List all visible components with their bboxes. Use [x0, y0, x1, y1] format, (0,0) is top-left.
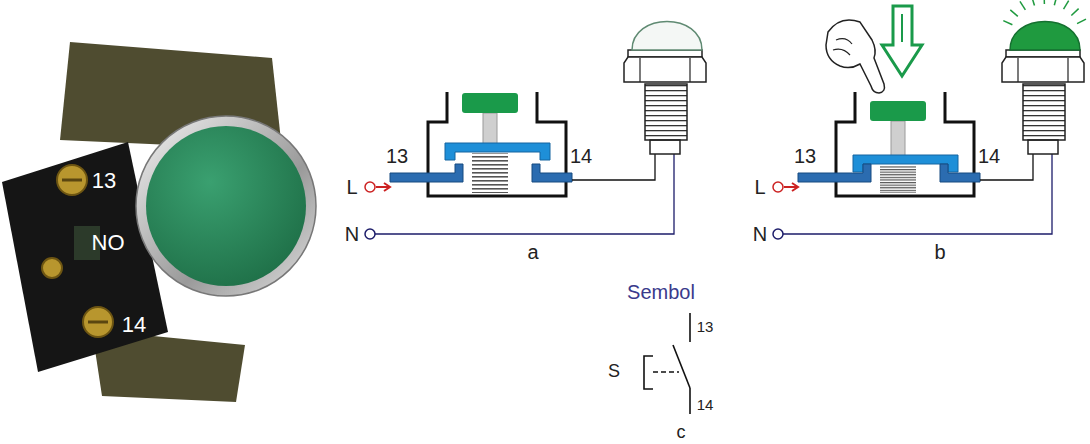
plunger: [483, 113, 497, 145]
lamp-dome-on: [1010, 22, 1080, 51]
subfigure-letter: b: [934, 242, 945, 262]
terminal-number: 14: [978, 146, 1000, 166]
terminal-number: 14: [570, 146, 592, 166]
terminal-number: 13: [386, 146, 408, 166]
hand: [826, 20, 884, 93]
line-label: L: [754, 177, 765, 197]
lamp-dome-off: [632, 22, 702, 51]
light-rays: [1032, 0, 1035, 6]
contact-type: NO: [92, 232, 125, 254]
light-rays: [1003, 21, 1012, 25]
line-arrow: [376, 183, 390, 191]
terminal: [773, 229, 783, 239]
press-arrow-detail: [901, 14, 903, 42]
switch-symbol: [689, 388, 691, 414]
light-rays: [1064, 1, 1069, 10]
button-rim: [136, 116, 316, 296]
subfigure-letter: a: [527, 242, 538, 262]
wire: [783, 154, 1052, 234]
terminal: [365, 182, 375, 192]
switch-symbol: [689, 313, 691, 342]
terminal-number: 14: [122, 314, 146, 336]
terminal-number: 13: [794, 146, 816, 166]
light-rays: [1077, 19, 1086, 24]
screw: [83, 307, 113, 337]
light-rays: [1003, 0, 1086, 25]
switch-symbol: [644, 356, 653, 389]
contact-bridge: [445, 143, 550, 160]
neutral-label: N: [753, 224, 767, 244]
subfigure-letter: c: [677, 423, 686, 441]
terminal-number: 13: [697, 319, 714, 334]
button: [462, 93, 518, 113]
terminal: [773, 182, 783, 192]
line-arrow: [784, 183, 798, 191]
screw-slot: [88, 321, 108, 324]
switch-symbol: [673, 345, 690, 388]
switch-symbol: [653, 371, 679, 373]
screw: [42, 258, 62, 278]
plunger: [891, 121, 905, 157]
neutral-label: N: [345, 224, 359, 244]
wire: [375, 154, 674, 234]
light-rays: [1054, 0, 1057, 5]
lamp: [1002, 50, 1084, 154]
fixed-contact: [532, 164, 572, 182]
switch-b: [773, 0, 1086, 239]
line-label: L: [346, 177, 357, 197]
terminal: [365, 229, 375, 239]
spring: [472, 153, 508, 193]
light-rays: [1043, 0, 1045, 4]
fixed-contact: [798, 164, 871, 182]
symbol-heading: Sembol: [627, 282, 695, 302]
press-arrow: [882, 6, 922, 76]
button-cap: [146, 126, 306, 286]
switch-a: [365, 22, 706, 240]
fixed-contact: [940, 164, 980, 182]
spring: [880, 166, 916, 193]
device-letter: S: [608, 362, 620, 380]
button: [870, 101, 926, 121]
light-rays: [1010, 10, 1018, 17]
hand-detail: [833, 39, 852, 55]
terminal-number: 13: [92, 170, 116, 192]
light-rays: [1020, 1, 1025, 9]
terminal-number: 14: [697, 397, 714, 412]
light-rays: [1071, 9, 1078, 16]
screw-slot: [62, 179, 82, 182]
fixed-contact: [390, 164, 463, 182]
screw: [57, 165, 87, 195]
pushbutton-photo: [2, 42, 316, 402]
switch-symbol: [644, 313, 690, 414]
lamp: [624, 50, 706, 154]
